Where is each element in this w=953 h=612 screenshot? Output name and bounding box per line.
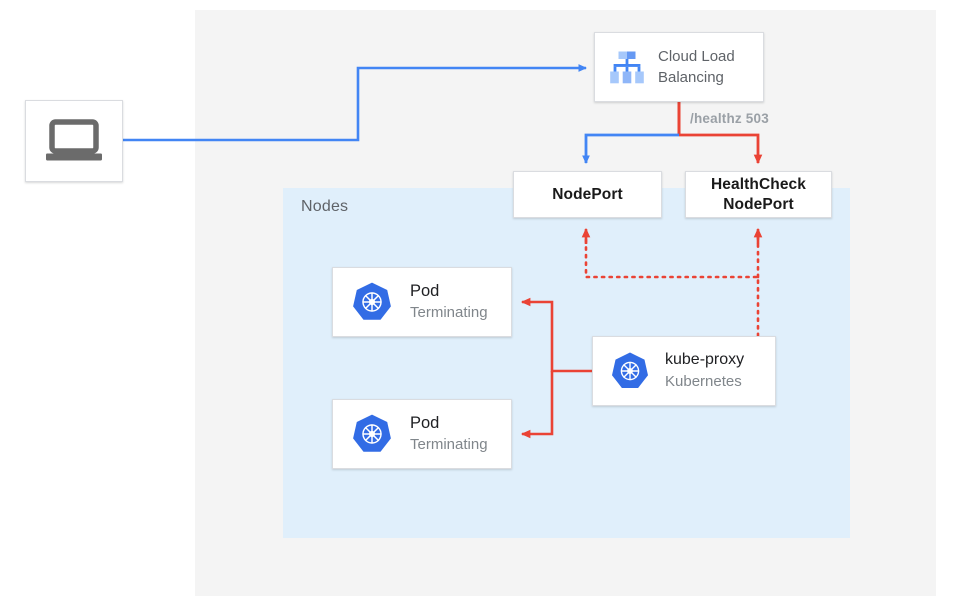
cloud-load-balancing-icon <box>610 51 644 83</box>
pod-title-2: Pod <box>410 413 440 432</box>
kube-proxy-title: kube-proxy <box>665 350 745 368</box>
pod-status-2: Terminating <box>410 435 488 453</box>
healthcheck-nodeport-card[interactable]: HealthCheck NodePort <box>685 171 832 218</box>
healthz-edge-label: /healthz 503 <box>690 111 769 126</box>
kube-proxy-subtitle: Kubernetes <box>665 372 742 390</box>
cloud-load-balancing-card[interactable]: Cloud Load Balancing <box>594 32 764 102</box>
kubernetes-icon <box>353 414 391 452</box>
nodeport-card[interactable]: NodePort <box>513 171 662 218</box>
pod-card-1[interactable]: Pod Terminating <box>332 267 512 337</box>
kubernetes-icon <box>353 282 391 320</box>
pod-title-1: Pod <box>410 281 440 300</box>
cloud-load-balancing-label: Cloud Load Balancing <box>658 47 735 86</box>
healthcheck-nodeport-label: HealthCheck NodePort <box>711 175 806 213</box>
kube-proxy-card[interactable]: kube-proxy Kubernetes <box>592 336 776 406</box>
kubernetes-icon <box>612 352 648 388</box>
laptop-icon <box>46 119 102 161</box>
pod-card-2[interactable]: Pod Terminating <box>332 399 512 469</box>
client-card[interactable] <box>25 100 123 182</box>
nodes-panel-label: Nodes <box>301 198 349 215</box>
pod-status-1: Terminating <box>410 303 488 321</box>
nodeport-label: NodePort <box>552 185 623 203</box>
